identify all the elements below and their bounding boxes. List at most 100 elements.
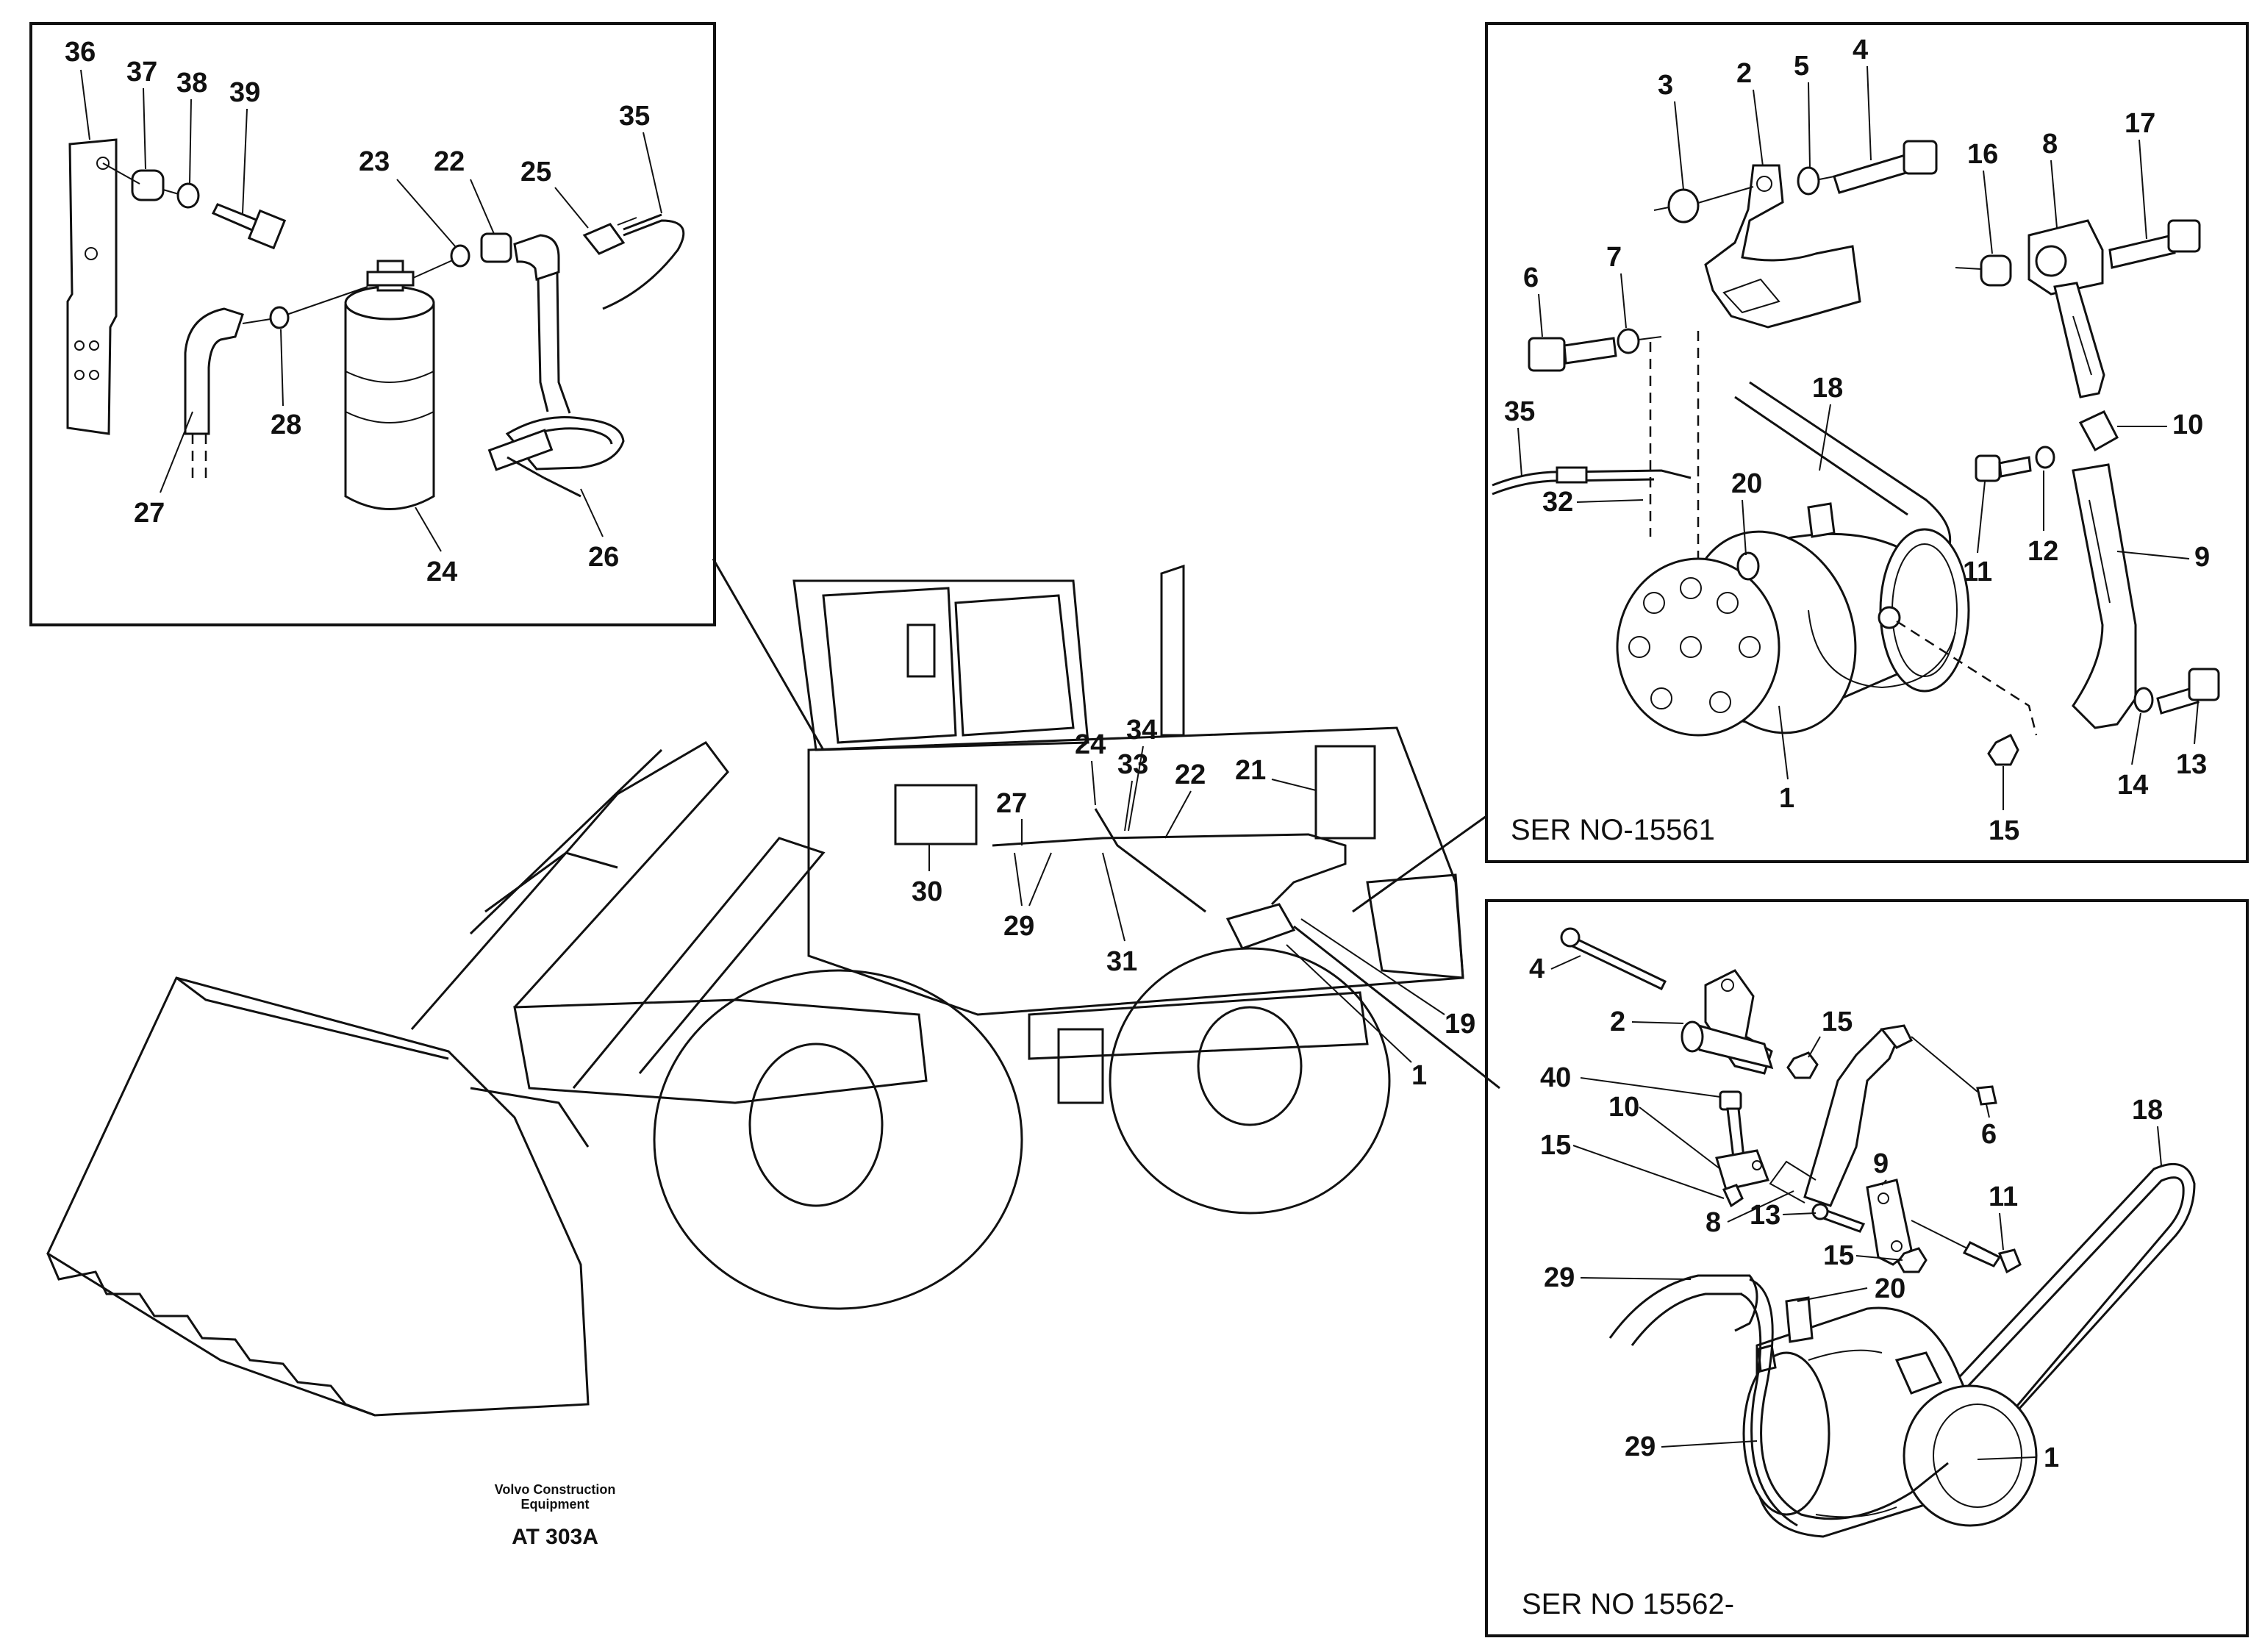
callout-label: 22 xyxy=(1175,759,1206,790)
callout-label: 14 xyxy=(2117,770,2148,801)
callout-label: 15 xyxy=(1989,815,2019,846)
callout-label: 8 xyxy=(1706,1207,1721,1238)
callout-label: 15 xyxy=(1822,1006,1853,1037)
front-axle xyxy=(513,998,928,1104)
callout-label: 2 xyxy=(1736,58,1752,89)
callout-label: 16 xyxy=(1967,139,1998,170)
callout-label: 34 xyxy=(1126,715,1157,745)
callout-label: 33 xyxy=(1117,749,1148,780)
compressor xyxy=(1742,1296,2038,1538)
serial-label: SER NO-15561 xyxy=(1511,814,1715,846)
callout-label: 29 xyxy=(1625,1431,1656,1462)
front-wheel xyxy=(653,969,1023,1310)
cab xyxy=(792,579,1089,751)
bucket xyxy=(46,976,590,1417)
callout-label: 12 xyxy=(2027,536,2058,567)
callout-label: 35 xyxy=(619,101,650,132)
callout-label: 13 xyxy=(1750,1200,1780,1231)
panel-compressor-late: SER NO 15562- xyxy=(1485,899,2249,1637)
adjusting-arm xyxy=(2072,463,2137,729)
callout-label: 36 xyxy=(65,37,96,68)
drawing-footer: Volvo Construction Equipment AT 303A xyxy=(495,1482,616,1549)
callout-label: 20 xyxy=(1731,468,1762,499)
control-box xyxy=(894,784,978,845)
callout-label: 11 xyxy=(1963,557,1992,587)
callout-label: 15 xyxy=(1823,1240,1854,1271)
drive-belt xyxy=(1939,1162,2196,1465)
refrigerant-line xyxy=(992,833,1347,906)
callout-label: 8 xyxy=(2042,129,2058,160)
bracket-part xyxy=(66,138,118,435)
callout-label: 15 xyxy=(1540,1130,1571,1161)
callout-label: 10 xyxy=(1608,1092,1639,1123)
callout-label: 9 xyxy=(1873,1148,1889,1179)
panel-connectors xyxy=(712,558,1500,1090)
callout-label: 4 xyxy=(1853,35,1868,65)
callout-label: 27 xyxy=(134,498,165,529)
callout-label: 25 xyxy=(520,157,551,187)
callout-label: 31 xyxy=(1106,946,1137,977)
callout-label: 29 xyxy=(1003,911,1034,942)
callout-label: 21 xyxy=(1235,755,1266,786)
callout-label: 35 xyxy=(1504,396,1535,427)
nut-part xyxy=(480,232,512,263)
spacer-part xyxy=(131,169,165,201)
callout-label: 22 xyxy=(434,146,465,177)
callout-label: 1 xyxy=(1411,1060,1427,1091)
panel-receiver-drier xyxy=(29,22,716,626)
evaporator-unit xyxy=(1314,745,1376,840)
callout-label: 24 xyxy=(1075,729,1106,760)
callout-label: 18 xyxy=(2132,1095,2163,1126)
washer-part xyxy=(176,182,200,209)
callout-label: 24 xyxy=(426,557,457,587)
callout-label: 30 xyxy=(912,876,942,907)
callout-label: 2 xyxy=(1610,1006,1625,1037)
callout-label: 32 xyxy=(1542,487,1573,518)
callout-label: 27 xyxy=(996,788,1027,819)
callout-label: 3 xyxy=(1658,70,1673,101)
brand-line-2: Equipment xyxy=(521,1497,590,1512)
callout-label: 26 xyxy=(588,542,619,573)
callout-label: 38 xyxy=(176,68,207,99)
drawing-code: AT 303A xyxy=(512,1525,598,1549)
hose-clamp xyxy=(487,416,625,498)
hose-part xyxy=(513,234,560,281)
callout-label: 18 xyxy=(1812,373,1843,404)
wheel-loader-view xyxy=(46,564,1464,1417)
serial-label: SER NO 15562- xyxy=(1522,1588,1734,1620)
rear-wheel xyxy=(1109,947,1391,1215)
compressor-bracket-upper xyxy=(1653,140,1938,329)
compressor xyxy=(1616,502,1970,737)
panel-compressor-early: SER NO-15561 xyxy=(1485,22,2249,863)
callout-label: 4 xyxy=(1529,954,1545,984)
callout-label: 6 xyxy=(1523,262,1539,293)
callout-label: 5 xyxy=(1794,51,1809,82)
callouts: 36 37 38 39 35 23 22 25 28 27 24 26 34 2… xyxy=(65,35,2210,1473)
bolt-part xyxy=(1528,337,1566,372)
callout-label: 7 xyxy=(1606,242,1622,273)
o-ring-part xyxy=(450,244,470,268)
refrigerant-hose xyxy=(1608,1274,1758,1339)
callout-label: 29 xyxy=(1544,1262,1575,1293)
callout-label: 17 xyxy=(2125,108,2155,139)
callout-label: 6 xyxy=(1981,1119,1997,1150)
brand-line-1: Volvo Construction xyxy=(495,1482,616,1497)
callout-label: 37 xyxy=(126,57,157,87)
callout-label: 9 xyxy=(2194,542,2210,573)
callout-label: 11 xyxy=(1989,1181,2018,1212)
clamp-block xyxy=(2078,410,2119,452)
callout-label: 19 xyxy=(1445,1009,1475,1040)
hose-fitting-part xyxy=(184,307,244,435)
callout-label: 28 xyxy=(271,410,301,440)
callout-label: 10 xyxy=(2172,410,2203,440)
callout-label: 23 xyxy=(359,146,390,177)
receiver-drier xyxy=(286,258,457,510)
callout-label: 1 xyxy=(1779,783,1794,814)
callout-label: 13 xyxy=(2176,749,2207,780)
tension-arm xyxy=(1955,219,2201,398)
callout-label: 39 xyxy=(229,77,260,108)
callout-label: 20 xyxy=(1875,1273,1905,1304)
callout-label: 40 xyxy=(1540,1062,1571,1093)
callout-label: 1 xyxy=(2044,1442,2059,1473)
